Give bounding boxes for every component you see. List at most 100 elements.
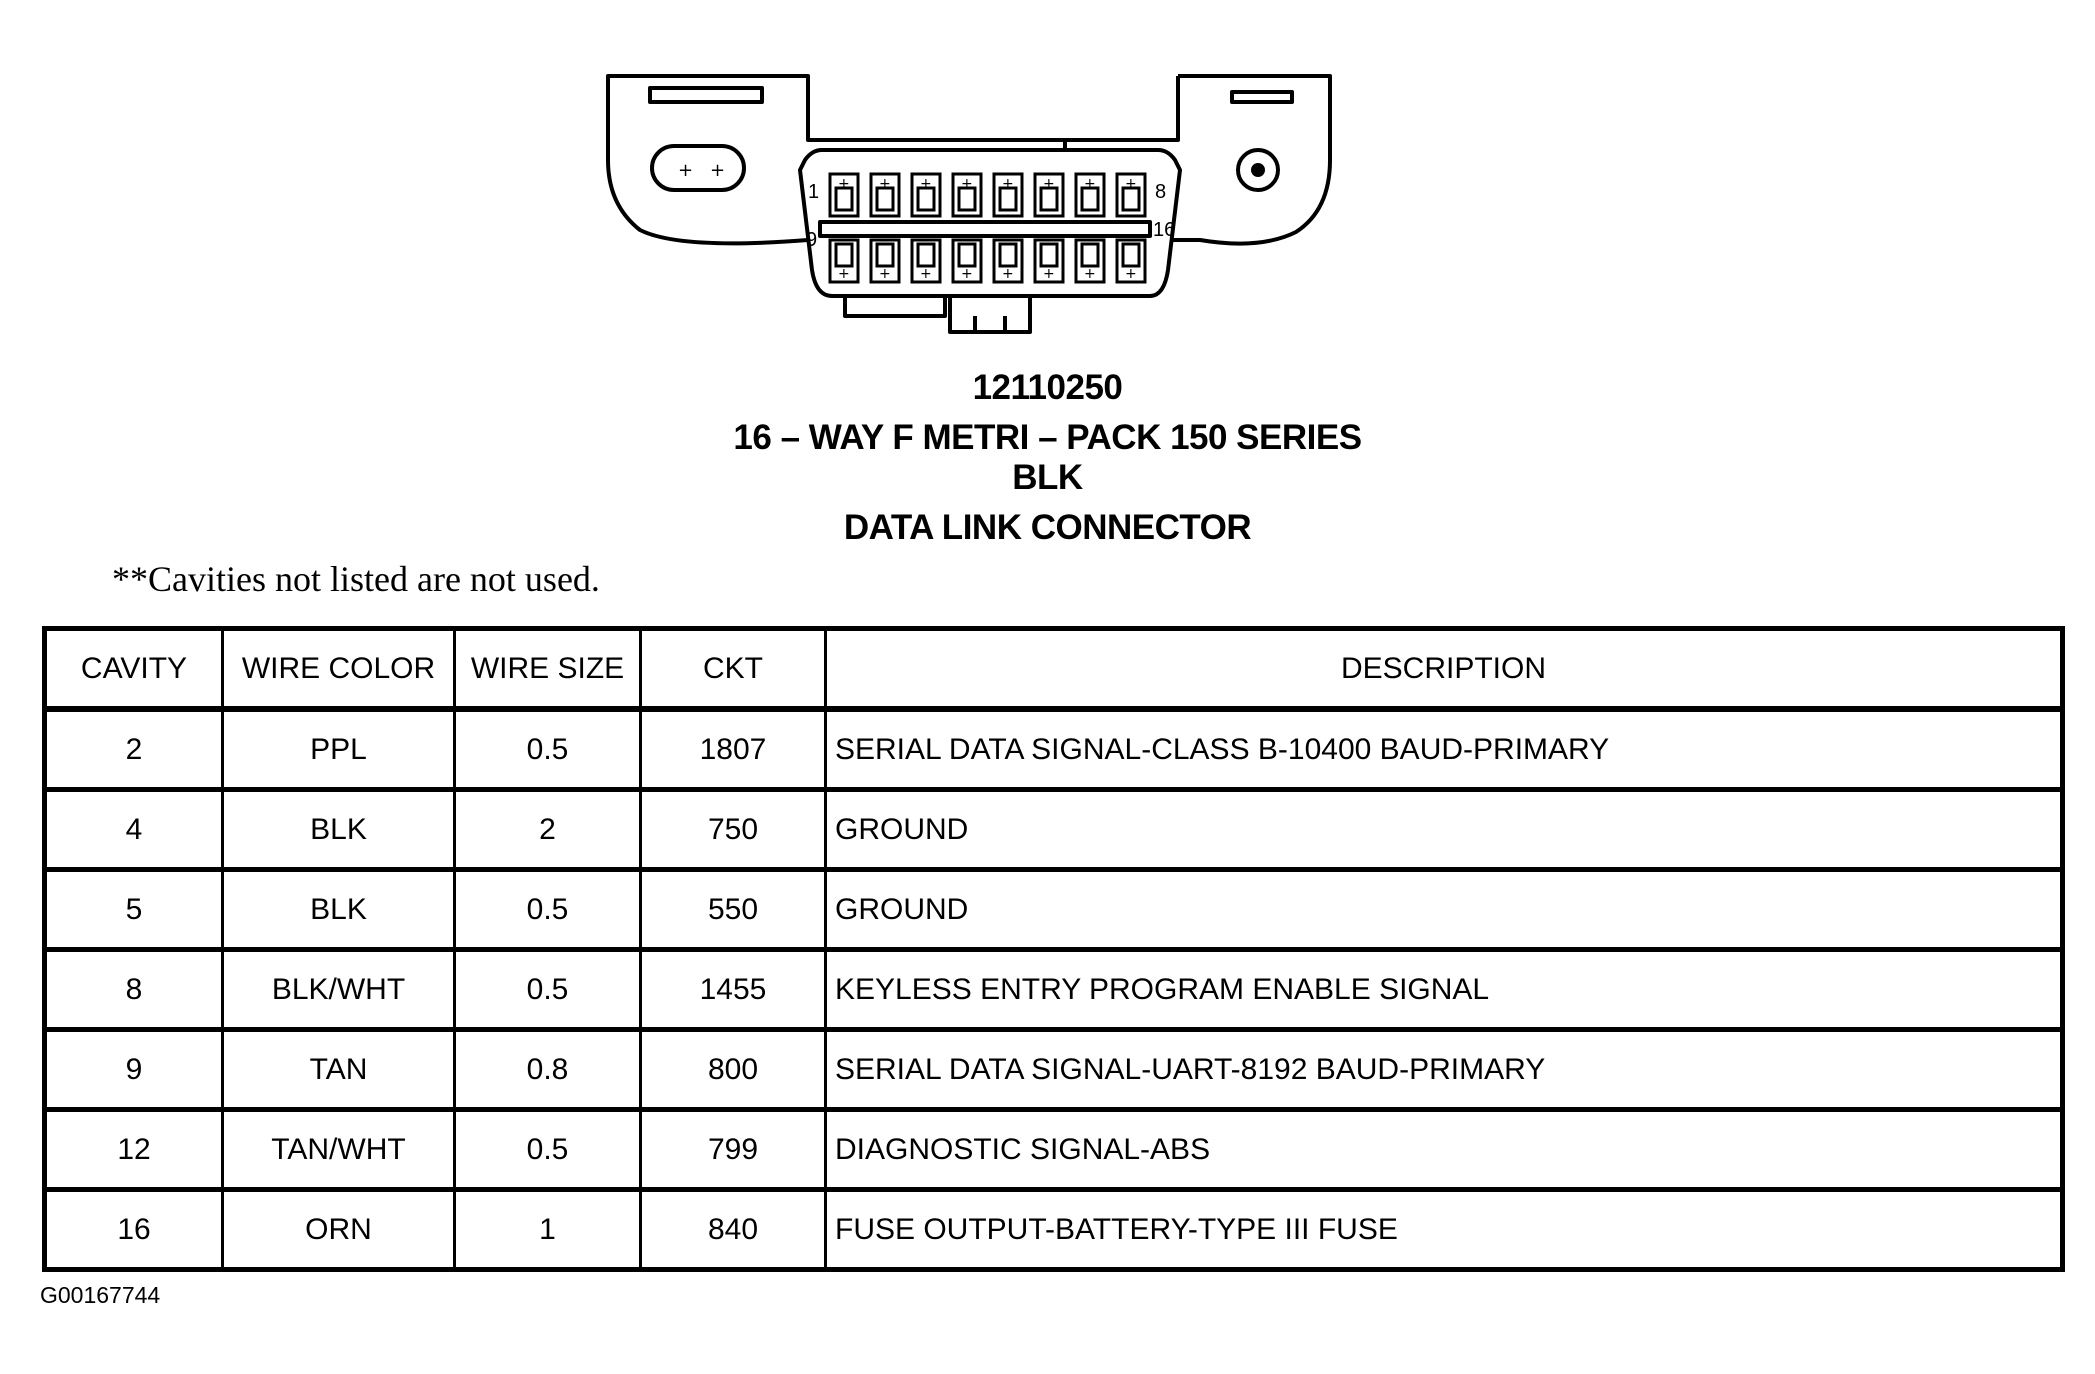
cell-wire-color: TAN (221, 1028, 456, 1112)
cell-ckt: 550 (639, 868, 827, 952)
svg-text:+: + (1043, 176, 1055, 192)
pin-terminal: + (1033, 238, 1065, 284)
pin-terminal: + (992, 238, 1024, 284)
pin-label-16: 16 (1153, 219, 1175, 241)
cell-description: FUSE OUTPUT-BATTERY-TYPE III FUSE (824, 1188, 2064, 1272)
svg-text:+: + (879, 176, 891, 192)
pin-terminal: + (910, 238, 942, 284)
unused-cavities-note: **Cavities not listed are not used. (112, 559, 600, 599)
pin-terminal: + (910, 172, 942, 218)
part-number: 12110250 (972, 368, 1123, 407)
header-wire-color: WIRE COLOR (221, 627, 456, 712)
connector-name: DATA LINK CONNECTOR (843, 508, 1252, 547)
screw-hole-icon (1236, 148, 1280, 192)
cell-wire-color: PPL (221, 707, 456, 792)
cell-cavity: 9 (43, 1028, 224, 1112)
connector-series: 16 – WAY F METRI – PACK 150 SERIES (733, 418, 1362, 457)
svg-text:+: + (961, 266, 973, 282)
svg-text:+: + (920, 266, 932, 282)
pin-terminal: + (1115, 172, 1147, 218)
svg-text:+: + (961, 176, 973, 192)
pin-terminal: + (1074, 238, 1106, 284)
cell-wire-color: BLK (221, 868, 456, 952)
pin-terminal: + (1033, 172, 1065, 218)
svg-text:+: + (1002, 266, 1014, 282)
cell-wire-size: 1 (453, 1188, 642, 1272)
svg-text:+: + (1084, 176, 1096, 192)
svg-text:+: + (1125, 266, 1137, 282)
pin-terminal: + (828, 172, 860, 218)
pin-terminal: + (992, 172, 1024, 218)
cell-ckt: 1807 (639, 707, 827, 792)
cell-wire-color: BLK/WHT (221, 948, 456, 1032)
pin-terminals: + + + + + + + + + + + + + + + + (828, 172, 1147, 284)
cell-wire-size: 0.5 (453, 948, 642, 1032)
svg-text:+: + (920, 176, 932, 192)
cell-description: GROUND (824, 868, 2064, 952)
right-latch-tab (1230, 90, 1294, 104)
cavity-table: CAVITY WIRE COLOR WIRE SIZE CKT DESCRIPT… (42, 626, 2065, 1272)
cell-description: KEYLESS ENTRY PROGRAM ENABLE SIGNAL (824, 948, 2064, 1032)
cell-cavity: 12 (43, 1108, 224, 1192)
svg-text:+: + (838, 176, 850, 192)
cell-ckt: 840 (639, 1188, 827, 1272)
svg-text:+: + (838, 266, 850, 282)
left-slot (650, 144, 746, 192)
data-link-connector-diagram: ++ ++++++++++++++++ 1 8 9 16 (606, 74, 1332, 334)
cell-ckt: 800 (639, 1028, 827, 1112)
cell-cavity: 4 (43, 788, 224, 872)
pin-terminal: + (1115, 238, 1147, 284)
svg-text:+: + (879, 266, 891, 282)
connector-color: BLK (1012, 458, 1083, 497)
cell-ckt: 750 (639, 788, 827, 872)
cell-description: GROUND (824, 788, 2064, 872)
svg-text:+: + (1084, 266, 1096, 282)
cell-wire-size: 2 (453, 788, 642, 872)
figure-id: G00167744 (40, 1282, 161, 1308)
svg-text:+: + (1002, 176, 1014, 192)
cell-cavity: 2 (43, 707, 224, 792)
header-wire-size: WIRE SIZE (453, 627, 642, 712)
cell-wire-color: TAN/WHT (221, 1108, 456, 1192)
cell-wire-size: 0.5 (453, 1108, 642, 1192)
header-ckt: CKT (639, 627, 827, 712)
left-latch-tab (648, 86, 764, 104)
cell-wire-color: BLK (221, 788, 456, 872)
cell-description: SERIAL DATA SIGNAL-CLASS B-10400 BAUD-PR… (824, 707, 2064, 792)
pin-terminal: + (828, 238, 860, 284)
pin-label-1: 1 (808, 181, 819, 203)
cell-wire-color: ORN (221, 1188, 456, 1272)
cell-description: DIAGNOSTIC SIGNAL-ABS (824, 1108, 2064, 1192)
center-divider-bar (818, 220, 1152, 238)
pin-terminal: + (1074, 172, 1106, 218)
table-header-row: CAVITY WIRE COLOR WIRE SIZE CKT DESCRIPT… (43, 627, 2064, 712)
svg-text:+: + (1125, 176, 1137, 192)
cell-wire-size: 0.5 (453, 868, 642, 952)
header-description: DESCRIPTION (824, 627, 2064, 712)
cell-wire-size: 0.5 (453, 707, 642, 792)
cell-description: SERIAL DATA SIGNAL-UART-8192 BAUD-PRIMAR… (824, 1028, 2064, 1112)
cell-cavity: 16 (43, 1188, 224, 1272)
svg-text:+: + (678, 160, 693, 181)
pin-terminal: + (869, 172, 901, 218)
header-cavity: CAVITY (43, 627, 224, 712)
svg-text:+: + (1043, 266, 1055, 282)
cell-cavity: 5 (43, 868, 224, 952)
pin-label-9: 9 (806, 229, 817, 251)
pin-terminal: + (951, 172, 983, 218)
cell-ckt: 799 (639, 1108, 827, 1192)
cell-wire-size: 0.8 (453, 1028, 642, 1112)
slot-plus-marks: ++ (678, 160, 725, 181)
cell-ckt: 1455 (639, 948, 827, 1032)
pin-terminal: + (951, 238, 983, 284)
cell-cavity: 8 (43, 948, 224, 1032)
pin-label-8: 8 (1155, 181, 1166, 203)
pin-terminal: + (869, 238, 901, 284)
